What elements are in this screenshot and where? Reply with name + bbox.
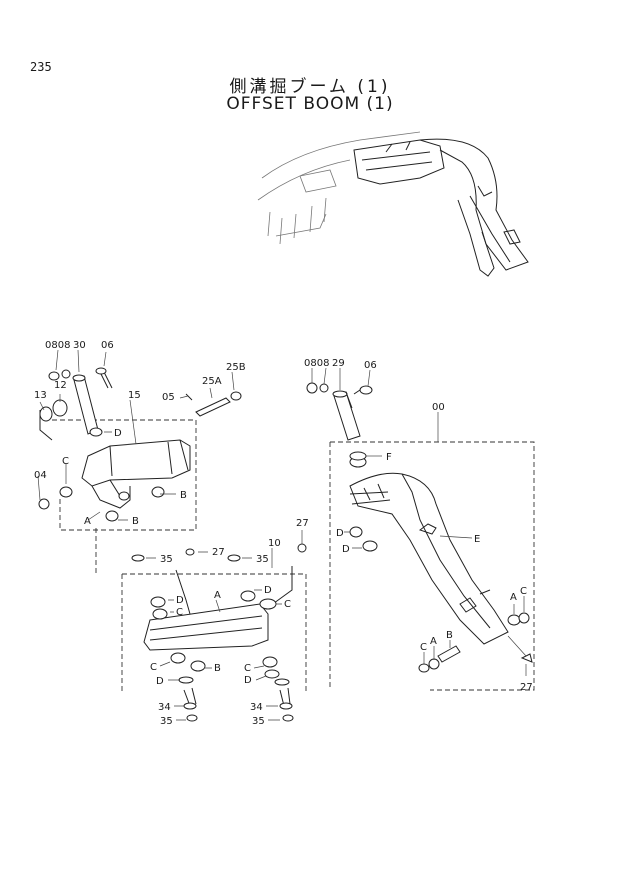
- callout-middle-27b: 27: [296, 518, 309, 529]
- label-middle-c4: C: [244, 663, 251, 674]
- label-right-a2: A: [430, 636, 437, 647]
- label-middle-c1: C: [176, 607, 183, 618]
- left-bracket-assembly: 0808 30 06 13 12 15 05 25A 25B 04 D C B …: [34, 340, 246, 531]
- label-middle-b: B: [214, 663, 221, 674]
- label-left-b1: B: [180, 490, 187, 501]
- label-left-c: C: [62, 456, 69, 467]
- callout-middle-35b: 35: [256, 554, 269, 565]
- label-left-b2: B: [132, 516, 139, 527]
- callout-right-29: 29: [332, 358, 345, 369]
- label-middle-a: A: [214, 590, 221, 601]
- callout-left-05: 05: [162, 392, 175, 403]
- callout-middle-34b: 34: [250, 702, 263, 713]
- label-right-a1: A: [510, 592, 517, 603]
- label-middle-d1: D: [176, 595, 184, 606]
- middle-link-assembly: 35 27 35 10 27 D C A D C C B D C D 34 35…: [95, 518, 309, 727]
- page-title-japanese: 側溝掘ブーム (1): [229, 77, 391, 97]
- callout-middle-35c: 35: [160, 716, 173, 727]
- callout-right-0808: 0808: [304, 358, 329, 369]
- label-middle-c2: C: [284, 599, 291, 610]
- callout-left-04: 04: [34, 470, 47, 481]
- callout-left-25b: 25B: [226, 362, 246, 373]
- callout-left-06: 06: [101, 340, 114, 351]
- label-middle-c3: C: [150, 662, 157, 673]
- callout-left-30: 30: [73, 340, 86, 351]
- callout-right-27: 27: [520, 682, 533, 693]
- callout-middle-35a: 35: [160, 554, 173, 565]
- callout-middle-34a: 34: [158, 702, 171, 713]
- label-right-f: F: [386, 452, 392, 463]
- callout-left-12: 12: [54, 380, 67, 391]
- label-middle-d3: D: [156, 676, 164, 687]
- label-middle-d2: D: [264, 585, 272, 596]
- callout-left-15: 15: [128, 390, 141, 401]
- label-right-b: B: [446, 630, 453, 641]
- callout-left-25a: 25A: [202, 376, 222, 387]
- page-number: 235: [30, 60, 52, 74]
- label-middle-d4: D: [244, 675, 252, 686]
- right-boom-assembly: 0808 29 06 00 F E D D A C C A B 27: [304, 358, 535, 693]
- callout-right-06: 06: [364, 360, 377, 371]
- label-right-c1: C: [520, 586, 527, 597]
- overview-machine-sketch: [257, 131, 529, 277]
- page-title-english: OFFSET BOOM (1): [226, 94, 394, 114]
- callout-middle-35d: 35: [252, 716, 265, 727]
- label-right-e: E: [474, 534, 480, 545]
- callout-left-0808: 0808: [45, 340, 70, 351]
- callout-left-13: 13: [34, 390, 47, 401]
- label-left-a: A: [84, 516, 91, 527]
- callout-middle-27a: 27: [212, 547, 225, 558]
- label-right-c2: C: [420, 642, 427, 653]
- callout-right-00: 00: [432, 402, 445, 413]
- label-right-d1: D: [336, 528, 344, 539]
- label-left-d: D: [114, 428, 122, 439]
- label-right-d2: D: [342, 544, 350, 555]
- callout-middle-10: 10: [268, 538, 281, 549]
